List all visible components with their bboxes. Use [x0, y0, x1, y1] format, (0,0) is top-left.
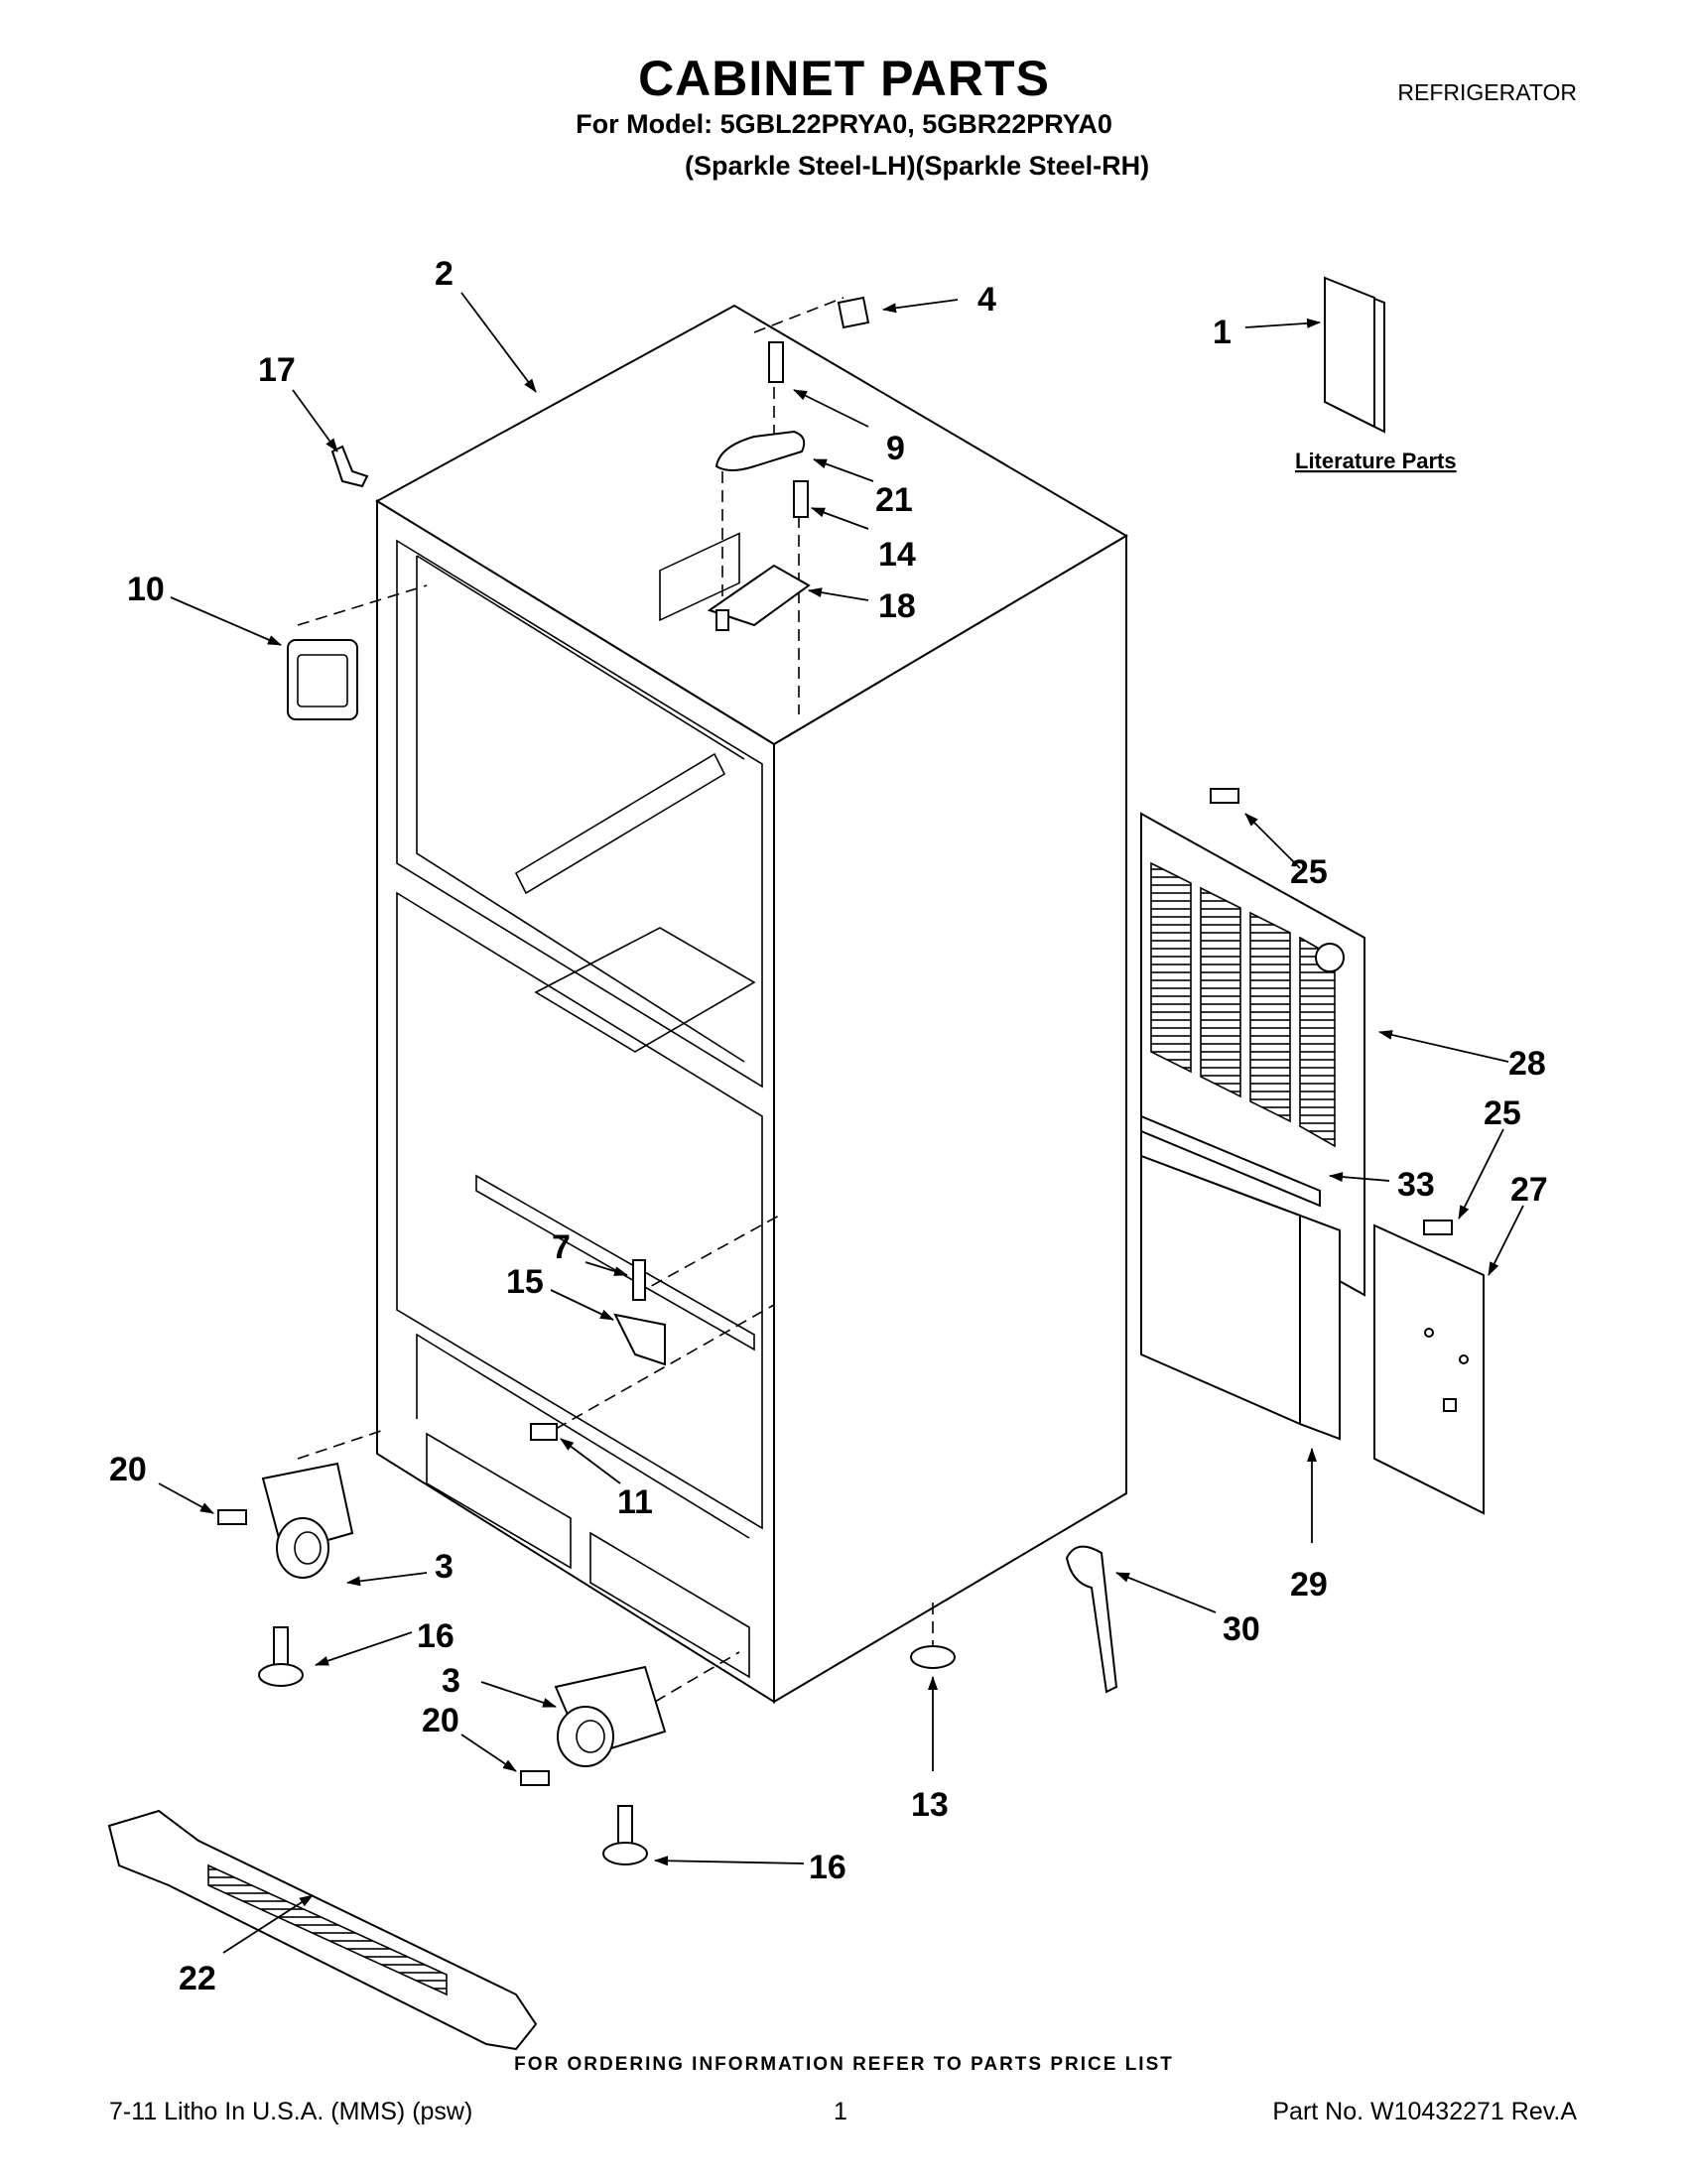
leader-arrows [158, 292, 1524, 1954]
assembly-lines [297, 297, 934, 1703]
callout-28: 28 [1508, 1045, 1546, 1083]
callout-25-top: 25 [1290, 853, 1328, 891]
literature-parts-label: Literature Parts [1295, 449, 1457, 473]
cabinet-shell [375, 304, 1128, 1704]
callout-10: 10 [127, 571, 165, 608]
freezer-rail [475, 1174, 755, 1351]
callout-21: 21 [875, 481, 913, 519]
front-roller-left [261, 1462, 354, 1579]
callout-33: 33 [1397, 1166, 1435, 1204]
callout-17: 17 [258, 351, 296, 389]
screw-25-bottom [1423, 1220, 1453, 1235]
model-line: For Model: 5GBL22PRYA0, 5GBR22PRYA0 [576, 109, 1112, 139]
callout-11: 11 [617, 1483, 653, 1521]
leveler-16-left [258, 1626, 304, 1687]
cabinet-front [376, 499, 775, 1704]
callout-15: 15 [506, 1263, 544, 1301]
page-number: 1 [834, 2098, 847, 2125]
hinge-pin [715, 609, 729, 631]
page-title: CABINET PARTS [638, 51, 1050, 106]
callout-29: 29 [1290, 1566, 1328, 1604]
toe-grille-22 [107, 1809, 538, 2051]
fresh-food-opening [396, 539, 763, 1089]
callout-18: 18 [878, 587, 916, 625]
bracket-10 [287, 639, 358, 720]
callout-13: 13 [911, 1786, 949, 1824]
front-roller-right [554, 1665, 667, 1767]
kick-plate-slot-left [426, 1432, 572, 1570]
drain-tube-30 [1065, 1545, 1118, 1694]
variant-line: (Sparkle Steel-LH)(Sparkle Steel-RH) [685, 151, 1150, 181]
callout-9: 9 [886, 430, 905, 467]
freezer-opening [396, 891, 763, 1530]
callout-20-left: 20 [109, 1451, 147, 1488]
callout-16-right: 16 [809, 1849, 846, 1886]
callout-27: 27 [1510, 1171, 1548, 1209]
inner-liner-top [416, 555, 745, 760]
callout-3-left: 3 [435, 1548, 454, 1586]
rear-access-grille-28 [1140, 812, 1365, 1297]
inner-liner-edge [416, 556, 745, 1063]
hinge-bolt-9 [768, 341, 784, 383]
callout-20-right: 20 [422, 1702, 459, 1739]
callout-2: 2 [435, 255, 454, 293]
screw-11 [530, 1423, 558, 1441]
air-vent-grille [659, 532, 740, 622]
ordering-note: FOR ORDERING INFORMATION REFER TO PARTS … [514, 2054, 1174, 2075]
literature-booklet [1324, 276, 1385, 434]
screw-20-right [520, 1770, 550, 1786]
part-number: Part No. W10432271 Rev.A [1272, 2098, 1577, 2125]
top-hinge-18 [707, 564, 811, 627]
shelf-rail [514, 752, 726, 895]
kick-plate-slot-right [589, 1531, 750, 1679]
liner-floor-panel [534, 927, 756, 1053]
callout-30: 30 [1223, 1610, 1260, 1648]
plug-13 [910, 1645, 956, 1669]
center-hinge-15 [613, 1313, 666, 1366]
callout-25-bottom: 25 [1484, 1094, 1521, 1132]
callout-labels: 1 2 3 3 4 7 9 10 11 13 14 15 16 16 17 18… [109, 255, 1548, 1997]
litho-info: 7-11 Litho In U.S.A. (MMS) (psw) [109, 2098, 473, 2125]
hinge-cover-21 [714, 430, 806, 471]
access-cover-27 [1373, 1223, 1485, 1515]
screw-25-top [1210, 788, 1239, 804]
callout-7: 7 [552, 1228, 571, 1266]
insulation-panel-29 [1140, 1154, 1341, 1441]
seal-strip-33 [1140, 1114, 1321, 1208]
callout-4: 4 [977, 281, 996, 319]
callout-22: 22 [179, 1960, 216, 1997]
screw-20-left [217, 1509, 247, 1525]
trim-piece-17 [330, 445, 369, 488]
callout-14: 14 [878, 536, 916, 574]
hinge-bolt-14 [793, 480, 809, 518]
top-label [837, 296, 870, 329]
category-label: REFRIGERATOR [1397, 79, 1577, 105]
hinge-pin-7 [632, 1259, 646, 1301]
callout-1: 1 [1213, 314, 1232, 351]
leveler-16-right [602, 1805, 648, 1865]
freezer-liner-edge [416, 1333, 750, 1539]
callout-16-left: 16 [417, 1617, 454, 1655]
callout-3-right: 3 [442, 1662, 460, 1700]
top-hinge-assembly [707, 341, 811, 631]
